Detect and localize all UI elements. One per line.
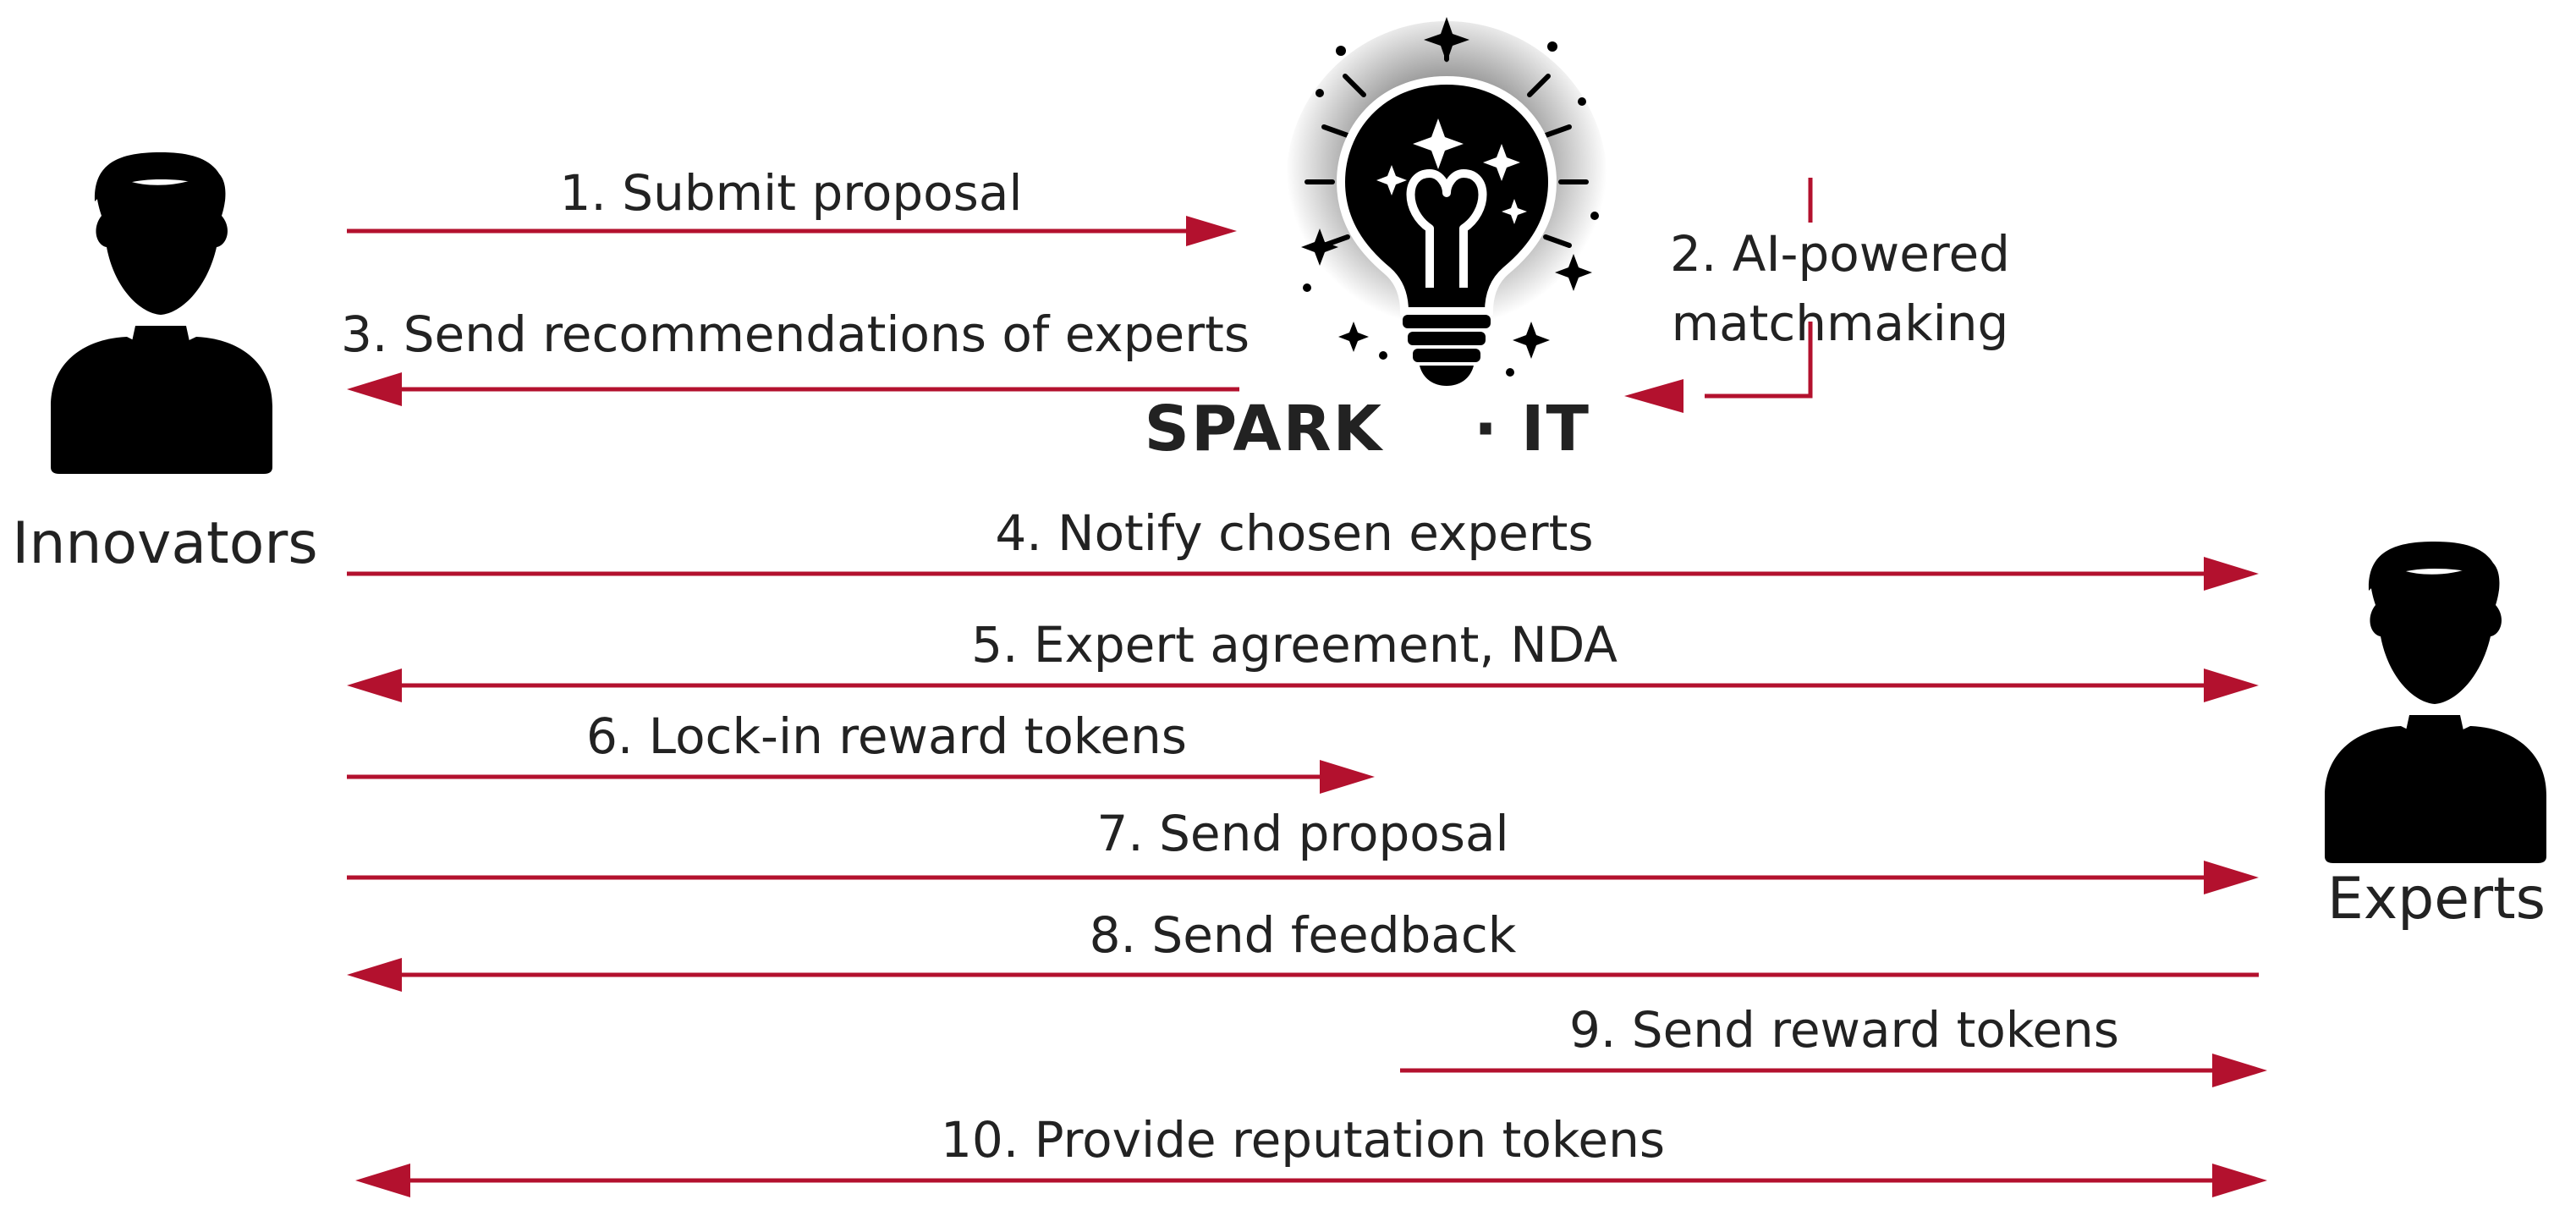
step-5-label: 5. Expert agreement, NDA xyxy=(971,616,1618,674)
step-1-label: 1. Submit proposal xyxy=(559,164,1022,222)
step-8-label: 8. Send feedback xyxy=(1090,906,1517,964)
platform-name-separator: · xyxy=(1474,393,1499,465)
step-9-label: 9. Send reward tokens xyxy=(1569,1001,2119,1059)
step-2-arrow xyxy=(1624,178,1813,413)
innovator-person-icon xyxy=(51,152,272,474)
step-8-arrow xyxy=(347,958,2259,992)
step-3-arrow xyxy=(347,372,1239,406)
expert-person-icon xyxy=(2325,542,2546,863)
step-9-arrow xyxy=(1400,1054,2267,1087)
platform-name-left: SPARK xyxy=(1145,393,1384,465)
step-2-label-line1: 2. AI-powered xyxy=(1670,225,2010,283)
step-10-label: 10. Provide reputation tokens xyxy=(941,1111,1665,1169)
step-7-label: 7. Send proposal xyxy=(1096,805,1508,862)
step-6-label: 6. Lock-in reward tokens xyxy=(586,707,1187,765)
step-4-arrow xyxy=(347,557,2259,591)
platform-name: SPARK · IT xyxy=(1145,393,1590,465)
step-7-arrow xyxy=(347,861,2259,894)
step-3-label: 3. Send recommendations of experts xyxy=(341,305,1250,363)
step-2-label-line2: matchmaking xyxy=(1672,294,2009,352)
step-4-label: 4. Notify chosen experts xyxy=(995,504,1593,562)
platform-name-right: IT xyxy=(1521,393,1590,465)
step-10-arrow xyxy=(355,1164,2267,1197)
step-6-arrow xyxy=(347,760,1375,794)
step-5-arrow xyxy=(347,669,2259,702)
innovators-label: Innovators xyxy=(12,510,317,577)
experts-label: Experts xyxy=(2327,866,2546,933)
step-1-arrow xyxy=(347,216,1237,246)
lightbulb-icon xyxy=(1286,17,1607,386)
